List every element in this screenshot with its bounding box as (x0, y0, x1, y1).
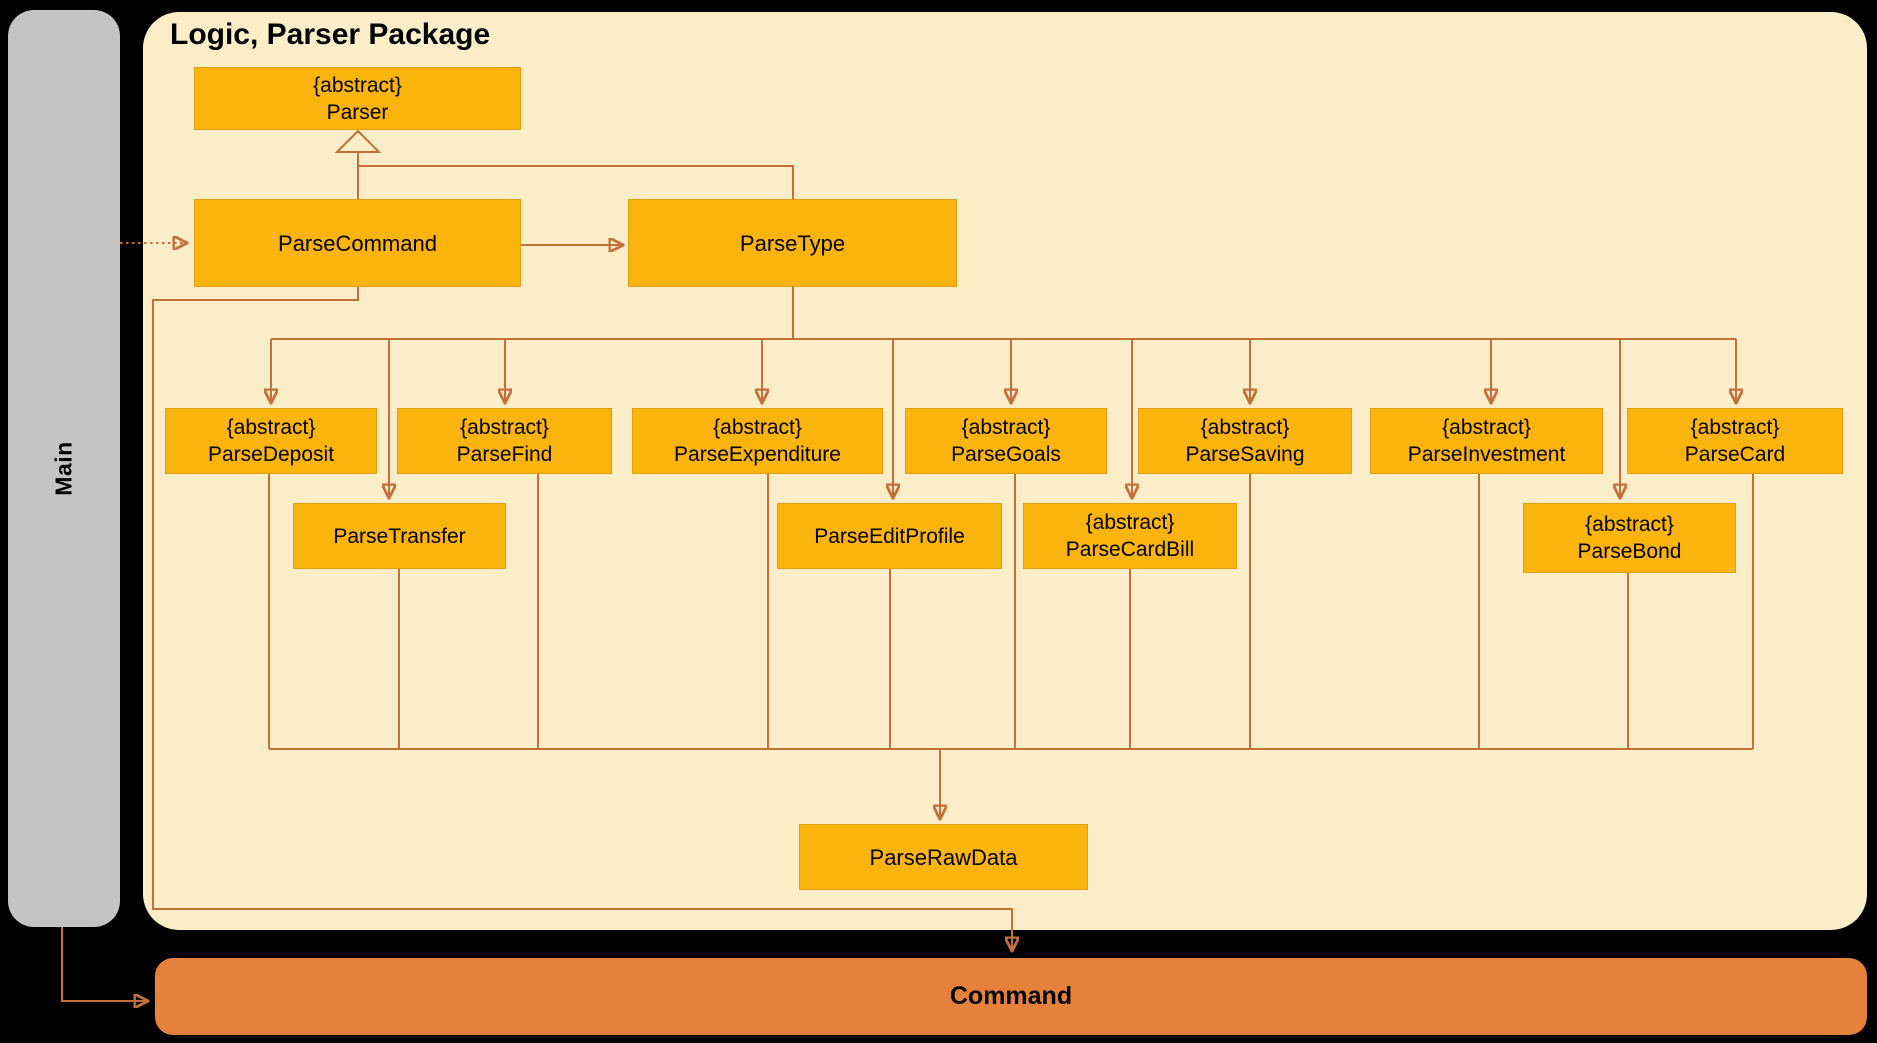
parse-type-name: ParseType (739, 230, 846, 256)
parse-edit-profile-name: ParseEditProfile (814, 524, 965, 548)
parse-expenditure-name: ParseExpenditure (674, 443, 841, 466)
main-partition: Main (8, 10, 120, 927)
edge-main-to-command (61, 927, 147, 1001)
parse-command-name: ParseCommand (278, 230, 437, 256)
parser-stereotype: {abstract} (313, 73, 402, 97)
parse-bond-stereotype: {abstract} (1585, 513, 1674, 536)
class-box-parse-find: {abstract} ParseFind (397, 408, 612, 474)
class-box-parse-card: {abstract} ParseCard (1627, 408, 1843, 474)
parse-investment-name: ParseInvestment (1407, 443, 1566, 466)
parse-saving-name: ParseSaving (1185, 443, 1305, 466)
parse-card-bill-name: ParseCardBill (1065, 538, 1195, 561)
parse-bond-name: ParseBond (1577, 540, 1682, 563)
parse-goals-stereotype: {abstract} (961, 416, 1051, 439)
class-box-parse-saving: {abstract} ParseSaving (1138, 408, 1352, 474)
class-box-parse-deposit: {abstract} ParseDeposit (165, 408, 377, 474)
parse-card-stereotype: {abstract} (1690, 416, 1780, 439)
class-box-parse-edit-profile: ParseEditProfile (777, 503, 1002, 569)
main-partition-label: Main (50, 441, 77, 496)
class-box-parse-bond: {abstract} ParseBond (1523, 503, 1736, 573)
parse-raw-data-name: ParseRawData (869, 844, 1018, 870)
class-box-parse-command: ParseCommand (194, 199, 521, 287)
parse-saving-stereotype: {abstract} (1200, 416, 1290, 439)
parse-expenditure-stereotype: {abstract} (713, 416, 802, 439)
command-label: Command (949, 982, 1073, 1010)
parse-goals-name: ParseGoals (951, 443, 1061, 466)
class-box-parse-type: ParseType (628, 199, 957, 287)
parse-card-name: ParseCard (1684, 443, 1786, 466)
parse-deposit-stereotype: {abstract} (226, 416, 316, 439)
parse-find-name: ParseFind (456, 443, 553, 466)
class-box-parse-raw-data: ParseRawData (799, 824, 1088, 890)
class-box-parse-investment: {abstract} ParseInvestment (1370, 408, 1603, 474)
class-box-parser: {abstract} Parser (194, 67, 521, 130)
class-box-parse-goals: {abstract} ParseGoals (905, 408, 1107, 474)
parse-find-stereotype: {abstract} (460, 416, 549, 439)
parser-name: Parser (326, 100, 389, 124)
command-package: Command (155, 958, 1867, 1035)
class-box-parse-transfer: ParseTransfer (293, 503, 506, 569)
parse-transfer-name: ParseTransfer (333, 524, 466, 548)
class-box-parse-card-bill: {abstract} ParseCardBill (1023, 503, 1237, 569)
package-title: Logic, Parser Package (170, 18, 491, 51)
parse-investment-stereotype: {abstract} (1442, 416, 1531, 439)
parse-card-bill-stereotype: {abstract} (1085, 511, 1175, 534)
parse-deposit-name: ParseDeposit (207, 443, 335, 466)
class-box-parse-expenditure: {abstract} ParseExpenditure (632, 408, 883, 474)
